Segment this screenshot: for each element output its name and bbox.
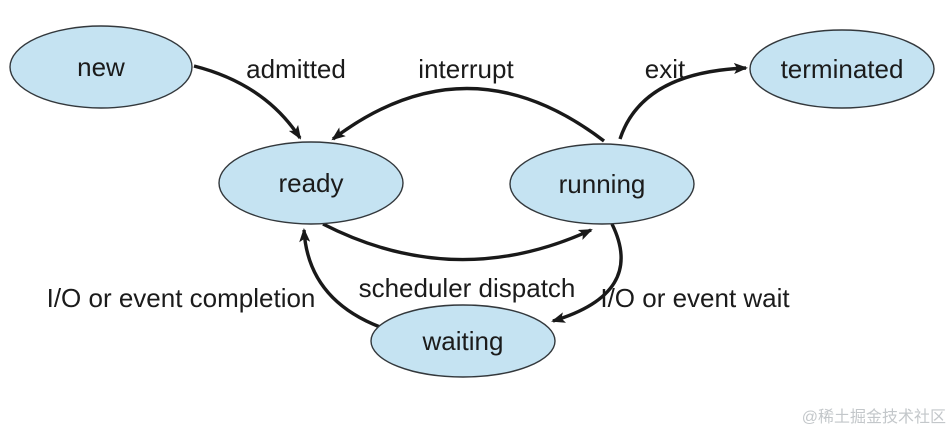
state-waiting: waiting: [370, 304, 556, 378]
state-ellipse-terminated: [749, 29, 935, 109]
transition-arrow-admitted: [193, 64, 302, 140]
transition-arrow-io-wait: [551, 223, 623, 323]
state-label-ready: ready: [278, 168, 343, 198]
watermark-text: @稀土掘金技术社区: [802, 408, 946, 426]
state-ready: ready: [218, 141, 404, 225]
state-label-waiting: waiting: [422, 326, 504, 356]
state-ellipse-new: [9, 25, 193, 109]
transition-arrow-exit: [618, 62, 748, 140]
state-label-new: new: [77, 52, 125, 82]
state-ellipse-waiting: [370, 304, 556, 378]
transition-labels: admitted interrupt exit scheduler dispat…: [47, 54, 791, 313]
transition-label-scheduler-dispatch: scheduler dispatch: [359, 273, 576, 303]
state-ellipse-ready: [218, 141, 404, 225]
state-new: new: [9, 25, 193, 109]
state-ellipse-running: [509, 143, 695, 225]
transition-arrow-scheduler-dispatch: [322, 222, 593, 262]
transition-label-admitted: admitted: [246, 54, 346, 84]
state-label-running: running: [559, 169, 646, 199]
state-label-terminated: terminated: [781, 54, 904, 84]
state-running: running: [509, 143, 695, 225]
transition-arrow-interrupt: [331, 86, 606, 143]
transition-label-io-wait: I/O or event wait: [600, 283, 790, 313]
transition-label-exit: exit: [645, 54, 686, 84]
state-nodes: new ready running waiting terminated: [9, 25, 935, 378]
transition-arrows: [193, 62, 748, 329]
transition-label-interrupt: interrupt: [418, 54, 514, 84]
transition-label-io-completion: I/O or event completion: [47, 283, 316, 313]
state-terminated: terminated: [749, 29, 935, 109]
transition-arrow-io-completion: [299, 228, 381, 329]
